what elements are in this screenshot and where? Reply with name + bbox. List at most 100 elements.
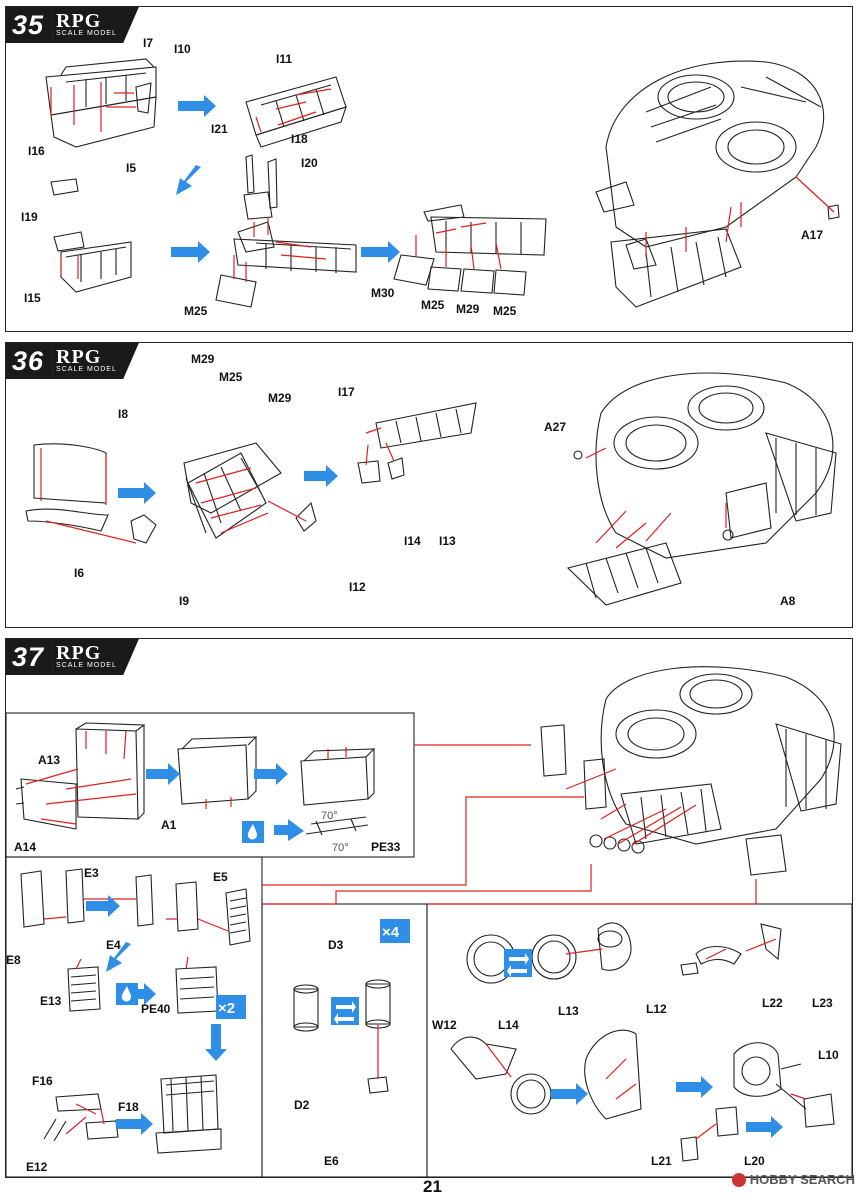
svg-text:E6: E6 <box>324 1154 339 1168</box>
svg-text:M25: M25 <box>219 370 243 384</box>
step-35-diagram: I7 I10 I5 I16 I19 I15 I11 I21 I18 I20 M2… <box>21 36 840 318</box>
flow-arrow <box>118 482 156 504</box>
svg-text:I18: I18 <box>291 132 308 146</box>
part-d3 <box>365 983 391 1025</box>
flow-arrow <box>274 819 304 841</box>
svg-text:D3: D3 <box>328 938 344 952</box>
step-number: 37 <box>6 639 53 675</box>
watermark: HOBBY SEARCH <box>731 1172 855 1187</box>
flow-arrow <box>171 241 210 263</box>
part-d2 <box>293 988 319 1028</box>
part-a27 <box>573 450 583 460</box>
svg-text:A1: A1 <box>161 818 177 832</box>
flow-arrow <box>254 763 288 785</box>
mantlet-cover <box>584 1029 642 1120</box>
svg-text:I20: I20 <box>301 156 318 170</box>
flow-arrow <box>676 1076 713 1098</box>
part-i9 <box>130 514 157 544</box>
part-i12 <box>295 501 317 532</box>
flow-arrow <box>746 1116 783 1138</box>
svg-text:D2: D2 <box>294 1098 310 1112</box>
svg-text:M29: M29 <box>191 352 215 366</box>
svg-text:I21: I21 <box>211 122 228 136</box>
part-f18 <box>85 1120 119 1140</box>
svg-text:F16: F16 <box>32 1074 53 1088</box>
stowage-box-a1 <box>75 728 139 820</box>
svg-text:I6: I6 <box>74 566 84 580</box>
svg-text:I14: I14 <box>404 534 421 548</box>
hobby-search-logo-icon <box>731 1172 746 1187</box>
svg-text:I19: I19 <box>21 210 38 224</box>
flow-arrow <box>116 1113 153 1135</box>
svg-text:A27: A27 <box>544 420 566 434</box>
part-l13 <box>597 922 632 971</box>
armor-block-i20 <box>233 238 357 273</box>
ammo-crate-assembly <box>160 1074 219 1134</box>
svg-text:70°: 70° <box>321 810 338 822</box>
flow-arrow <box>176 165 201 195</box>
svg-text:A13: A13 <box>38 753 60 767</box>
svg-text:L13: L13 <box>558 1004 579 1018</box>
svg-text:L14: L14 <box>498 1018 519 1032</box>
svg-text:×2: ×2 <box>218 1000 235 1017</box>
part-l10 <box>803 1093 835 1128</box>
armor-block-m30 <box>430 216 547 256</box>
svg-text:PE33: PE33 <box>371 840 401 854</box>
svg-text:M30: M30 <box>371 286 395 300</box>
svg-text:M29: M29 <box>456 302 480 316</box>
link-line <box>262 796 584 886</box>
part-l20 <box>715 1106 739 1137</box>
subpanel-l <box>426 903 852 1177</box>
part-l23 <box>760 923 782 961</box>
svg-text:70°: 70° <box>332 842 349 854</box>
step-36-diagram: I8 I6 I9 M29 M25 M29 I12 I17 I14 I13 A27… <box>25 352 837 608</box>
svg-text:I15: I15 <box>24 291 41 305</box>
turret-body <box>605 60 825 248</box>
svg-text:L23: L23 <box>812 996 833 1010</box>
part-e13 <box>67 966 101 1012</box>
svg-text:E8: E8 <box>6 953 21 967</box>
step-37-diagram: ×2 ×4 70° 70° A13 A14 A1 PE33 E3 E5 E8 E… <box>6 666 852 1177</box>
part-e12 <box>43 1118 67 1142</box>
part-m25-a <box>215 274 257 308</box>
svg-text:M25: M25 <box>184 304 208 318</box>
svg-text:L10: L10 <box>818 1048 839 1062</box>
part-i13 <box>387 457 405 480</box>
subpanel-a <box>6 712 415 858</box>
part-e6 <box>367 1076 389 1094</box>
svg-text:I8: I8 <box>118 407 128 421</box>
armor-block-i11 <box>245 76 347 136</box>
part-l12 <box>680 962 699 976</box>
flow-arrow <box>205 1024 227 1061</box>
svg-text:I9: I9 <box>179 594 189 608</box>
page-number: 21 <box>423 1177 442 1196</box>
flow-arrow <box>146 763 180 785</box>
part-l14 <box>531 934 577 980</box>
svg-text:L20: L20 <box>744 1154 765 1168</box>
times-two-badge <box>216 995 246 1019</box>
svg-text:I11: I11 <box>276 52 292 66</box>
part-i10 <box>135 82 152 114</box>
part-f16 <box>55 1093 102 1112</box>
svg-text:I16: I16 <box>28 144 45 158</box>
svg-text:M25: M25 <box>493 304 517 318</box>
flow-arrow <box>178 95 216 117</box>
svg-text:×4: ×4 <box>382 924 400 941</box>
part-i14 <box>357 460 381 484</box>
part-i21 <box>245 154 255 194</box>
searchlight-housing <box>733 1042 782 1097</box>
link-line <box>427 879 757 905</box>
part-a8 <box>722 529 734 541</box>
svg-text:I13: I13 <box>439 534 456 548</box>
svg-text:M29: M29 <box>268 391 292 405</box>
part-e8 <box>20 870 45 928</box>
step-number: 36 <box>6 343 53 379</box>
svg-text:I7: I7 <box>143 36 153 50</box>
